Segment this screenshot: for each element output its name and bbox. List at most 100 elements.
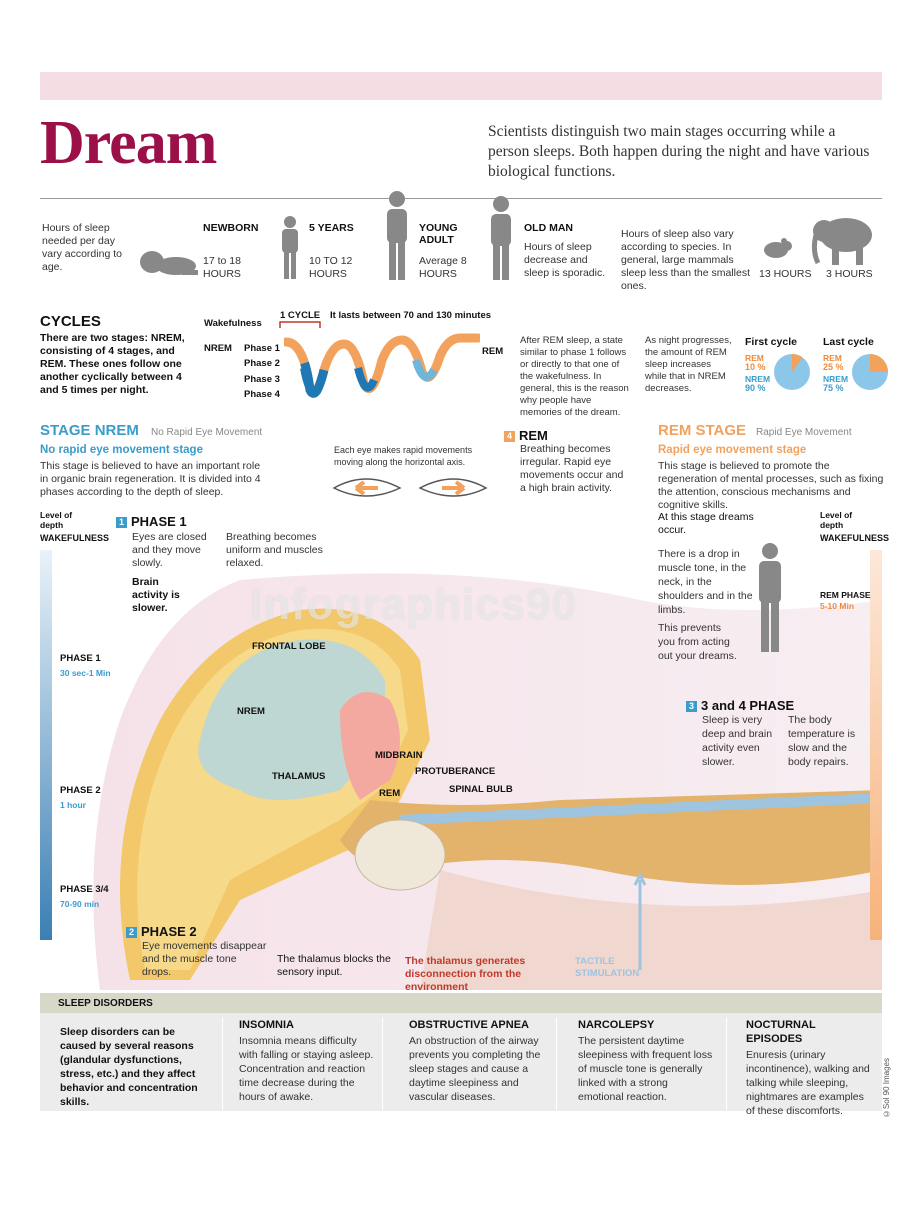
brain-illustration — [40, 540, 882, 990]
rem-phase-label: REM PHASE — [820, 590, 871, 600]
eyes-icon — [332, 478, 488, 497]
intro-text: Scientists distinguish two main stages o… — [488, 123, 870, 180]
mouse-icon — [764, 238, 792, 258]
cycle-bracket — [279, 321, 321, 328]
nrem-brain-label: NREM — [237, 706, 265, 717]
cycles-title: CYCLES — [40, 313, 101, 330]
rem-dreams: At this stage dreams occur. — [658, 511, 754, 536]
phase-4-label: Phase 4 — [244, 389, 280, 400]
frontal-lobe-label: FRONTAL LOBE — [252, 641, 326, 652]
last-cycle-rem-value: 25 % — [823, 362, 844, 372]
cycles-text: There are two stages: NREM, consisting o… — [40, 332, 185, 396]
sleep-disorders-bar — [40, 993, 882, 1013]
rem-brain-label: REM — [379, 788, 401, 799]
sleep-disorders-title: SLEEP DISORDERS — [58, 998, 153, 1009]
after-rem-note: After REM sleep, a state similar to phas… — [520, 335, 629, 418]
first-cycle-nrem-label: NREM — [745, 374, 771, 384]
disorder-separator — [382, 1018, 383, 1110]
midbrain-label: MIDBRAIN — [375, 750, 423, 761]
newborn-value: 17 to 18 HOURS — [203, 255, 241, 280]
insomnia-title: INSOMNIA — [239, 1019, 294, 1031]
wakefulness-label: Wakefulness — [204, 318, 262, 329]
nrem-level-label: Level of depth — [40, 510, 73, 530]
night-progress-note: As night progresses, the amount of REM s… — [645, 335, 732, 394]
phase-34-title: 3 and 4 PHASE — [701, 698, 795, 713]
nrem-wakefulness-label: WAKEFULNESS — [40, 533, 110, 543]
depth-phase-2-time: 1 hour — [60, 800, 86, 810]
last-cycle-nrem-value: 75 % — [823, 383, 844, 393]
rem-axis-label: REM — [482, 346, 504, 357]
spinal-bulb-label: SPINAL BULB — [449, 784, 513, 795]
phase-1-label: Phase 1 — [244, 343, 280, 354]
disorder-apnea: OBSTRUCTIVE APNEA An obstruction of the … — [409, 1018, 544, 1104]
one-cycle-label: 1 CYCLE — [280, 310, 321, 321]
disorder-nocturnal: NOCTURNAL EPISODES Enuresis (urinary inc… — [746, 1018, 871, 1118]
thalamus-label: THALAMUS — [272, 771, 326, 782]
species-note: Hours of sleep also vary according to sp… — [621, 228, 750, 292]
copyright: ©Sol 90 Images — [882, 1058, 891, 1119]
phase-1-brain: Brain activity is slower. — [132, 576, 180, 614]
stage-nrem-text: This stage is believed to have an import… — [40, 460, 261, 498]
stage-nrem-title: STAGE NREM — [40, 422, 139, 439]
mouse-hours: 13 HOURS — [759, 268, 812, 280]
rem-stage-note: Rapid Eye Movement — [756, 427, 852, 438]
young-adult-label: YOUNG ADULT — [419, 222, 458, 246]
last-cycle-pie — [852, 354, 888, 390]
rem-prevents: This prevents you from acting out your d… — [658, 622, 737, 662]
adult-icon — [387, 191, 407, 280]
first-cycle-title: First cycle — [745, 336, 797, 348]
rem-stage-title: REM STAGE — [658, 422, 747, 439]
disconnection-note: The thalamus generates disconnection fro… — [405, 955, 526, 993]
five-years-value: 10 TO 12 HOURS — [309, 255, 353, 280]
phase-34-col1: Sleep is very deep and brain activity ev… — [702, 714, 773, 768]
sleep-cycle-wave — [284, 333, 480, 398]
cycle-duration: It lasts between 70 and 130 minutes — [330, 310, 492, 321]
elephant-icon — [811, 218, 872, 265]
old-man-label: OLD MAN — [524, 222, 573, 234]
protuberance-label: PROTUBERANCE — [415, 766, 496, 777]
last-cycle-title: Last cycle — [823, 336, 874, 348]
phase-1-breathing: Breathing becomes uniform and muscles re… — [226, 531, 323, 569]
depth-phase-1-time: 30 sec-1 Min — [60, 668, 111, 678]
insomnia-text: Insomnia means difficulty with falling o… — [239, 1035, 374, 1103]
phase-1-eyes: Eyes are closed and they move slowly. — [132, 531, 207, 569]
child-icon — [282, 216, 298, 279]
divider — [40, 198, 882, 199]
nocturnal-title: NOCTURNAL EPISODES — [746, 1019, 816, 1045]
phase-1-number: 1 — [116, 517, 127, 528]
depth-phase-2-label: PHASE 2 — [60, 785, 101, 796]
eyes-note: Each eye makes rapid movements moving al… — [334, 445, 473, 467]
baby-icon — [140, 251, 198, 275]
last-cycle-nrem-label: NREM — [823, 374, 849, 384]
young-adult-value: Average 8 HOURS — [419, 255, 467, 280]
rem-muscle: There is a drop in muscle tone, in the n… — [658, 548, 753, 616]
page-title: Dream — [40, 109, 217, 177]
watermark: Infographics90 — [250, 580, 577, 629]
ages-intro: Hours of sleep needed per day vary accor… — [42, 222, 122, 273]
apnea-title: OBSTRUCTIVE APNEA — [409, 1019, 529, 1031]
apnea-text: An obstruction of the airway prevents yo… — [409, 1035, 541, 1103]
elephant-hours: 3 HOURS — [826, 268, 873, 280]
disorder-separator — [556, 1018, 557, 1110]
newborn-label: NEWBORN — [203, 222, 259, 234]
narcolepsy-text: The persistent daytime sleepiness with f… — [578, 1035, 713, 1103]
first-cycle-pie — [774, 353, 810, 390]
narcolepsy-title: NARCOLEPSY — [578, 1019, 655, 1031]
five-years-label: 5 YEARS — [309, 222, 354, 234]
nrem-axis-label: NREM — [204, 343, 232, 354]
nocturnal-text: Enuresis (urinary incontinence), walking… — [746, 1049, 870, 1117]
depth-phase-1-label: PHASE 1 — [60, 653, 101, 664]
disorder-separator — [222, 1018, 223, 1110]
last-cycle-rem-label: REM — [823, 353, 842, 363]
sleep-disorders-intro: Sleep disorders can be caused by several… — [60, 1026, 198, 1108]
first-cycle-rem-label: REM — [745, 353, 764, 363]
first-cycle-rem-value: 10 % — [745, 362, 766, 372]
nrem-depth-strip — [40, 550, 52, 940]
rem-stage-subtitle: Rapid eye movement stage — [658, 444, 807, 456]
thalamus-blocks-note: The thalamus blocks the sensory input. — [277, 953, 391, 978]
phase-34-col2: The body temperature is slow and the bod… — [788, 714, 856, 768]
top-banner — [40, 72, 882, 100]
